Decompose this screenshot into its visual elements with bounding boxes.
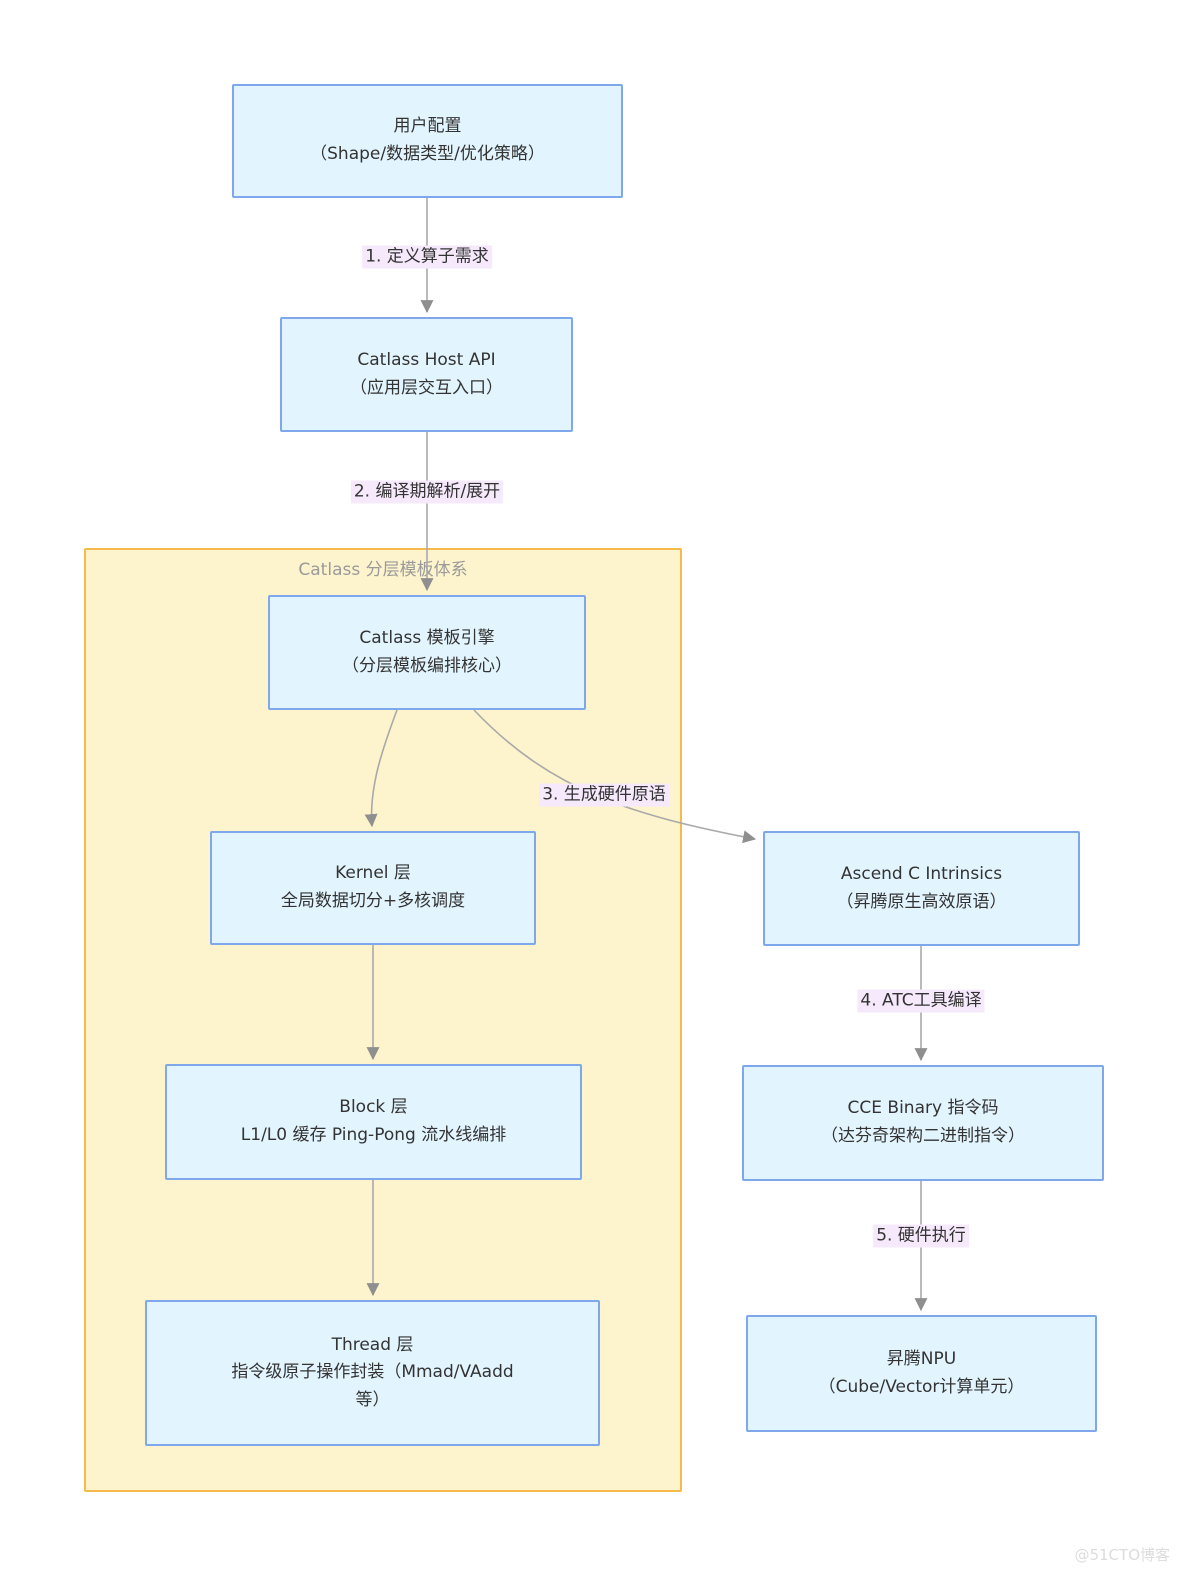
node-ascend-c-intrinsics: Ascend C Intrinsics （昇腾原生高效原语） xyxy=(763,831,1080,946)
edge-label-step4: 4. ATC工具编译 xyxy=(857,989,985,1013)
node-catlass-host-api: Catlass Host API （应用层交互入口） xyxy=(280,317,573,432)
node-cce-binary: CCE Binary 指令码 （达芬奇架构二进制指令） xyxy=(742,1065,1104,1181)
node-title: Block 层 xyxy=(339,1097,408,1118)
node-title: Catlass Host API xyxy=(357,349,496,370)
node-subtitle: （Cube/Vector计算单元） xyxy=(818,1376,1025,1397)
edge-label-step1: 1. 定义算子需求 xyxy=(362,245,492,269)
node-title: CCE Binary 指令码 xyxy=(847,1098,999,1119)
subgraph-title: Catlass 分层模板体系 xyxy=(298,560,468,580)
node-kernel-layer: Kernel 层 全局数据切分+多核调度 xyxy=(210,831,536,945)
watermark: @51CTO博客 xyxy=(1074,1546,1170,1564)
node-subtitle: （达芬奇架构二进制指令） xyxy=(821,1126,1025,1146)
node-catlass-template-engine: Catlass 模板引擎 （分层模板编排核心） xyxy=(268,595,586,710)
node-title: Thread 层 xyxy=(331,1334,414,1355)
node-title: Catlass 模板引擎 xyxy=(359,627,495,648)
node-user-config: 用户配置 （Shape/数据类型/优化策略） xyxy=(232,84,623,198)
node-subtitle: 指令级原子操作封装（Mmad/VAadd 等） xyxy=(231,1362,514,1410)
node-ascend-npu: 昇腾NPU （Cube/Vector计算单元） xyxy=(746,1315,1097,1432)
edge-label-step3: 3. 生成硬件原语 xyxy=(539,783,669,807)
node-subtitle: L1/L0 缓存 Ping-Pong 流水线编排 xyxy=(240,1125,507,1145)
node-title: Ascend C Intrinsics xyxy=(840,863,1003,884)
edge-label-step5: 5. 硬件执行 xyxy=(873,1224,969,1248)
node-subtitle: （应用层交互入口） xyxy=(350,377,503,398)
edge-label-step2: 2. 编译期解析/展开 xyxy=(350,480,504,504)
node-subtitle: （分层模板编排核心） xyxy=(342,655,512,676)
node-subtitle: 全局数据切分+多核调度 xyxy=(280,891,466,911)
node-title: 昇腾NPU xyxy=(886,1348,957,1369)
node-title: Kernel 层 xyxy=(335,863,411,884)
node-title: 用户配置 xyxy=(393,116,462,137)
node-block-layer: Block 层 L1/L0 缓存 Ping-Pong 流水线编排 xyxy=(165,1064,582,1180)
node-thread-layer: Thread 层 指令级原子操作封装（Mmad/VAadd 等） xyxy=(145,1300,600,1446)
node-subtitle: （Shape/数据类型/优化策略） xyxy=(310,144,545,164)
node-subtitle: （昇腾原生高效原语） xyxy=(836,891,1007,912)
